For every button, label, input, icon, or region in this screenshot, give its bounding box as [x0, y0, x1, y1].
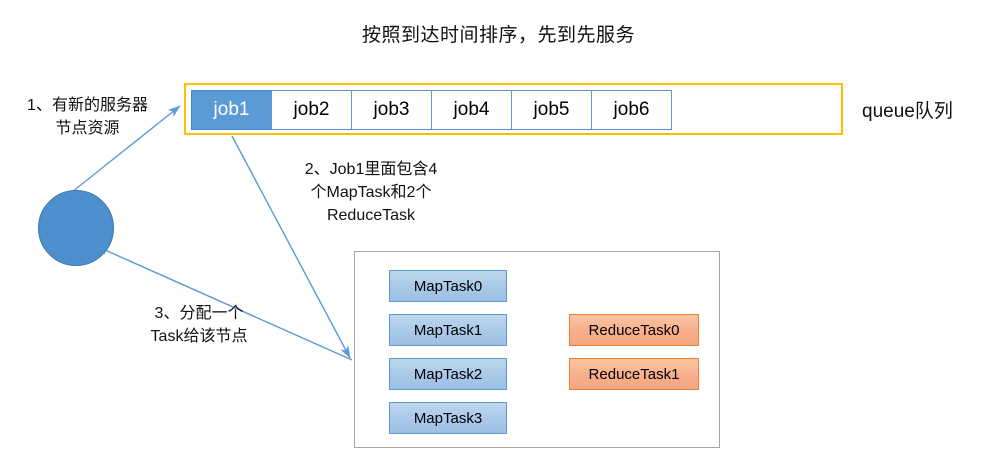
map-task-3[interactable]: MapTask3 — [389, 402, 507, 434]
server-node-circle[interactable] — [38, 190, 114, 266]
map-task-1[interactable]: MapTask1 — [389, 314, 507, 346]
queue-job-cell-1[interactable]: job1 — [191, 90, 272, 130]
queue-job-cell-6[interactable]: job6 — [591, 90, 672, 130]
queue-job-cell-4[interactable]: job4 — [431, 90, 512, 130]
diagram-title: 按照到达时间排序，先到先服务 — [361, 25, 635, 46]
queue-cell-list: job1 job2 job3 job4 job5 job6 — [191, 90, 672, 130]
queue-container: job1 job2 job3 job4 job5 job6 — [184, 83, 843, 135]
queue-job-cell-5[interactable]: job5 — [511, 90, 592, 130]
annotation-step-2: 2、Job1里面包含4 个MapTask和2个 ReduceTask — [304, 161, 438, 225]
annotation-step-3: 3、分配一个 Task给该节点 — [150, 305, 248, 346]
queue-job-cell-3[interactable]: job3 — [351, 90, 432, 130]
annotation-step-1: 1、有新的服务器 节点资源 — [27, 97, 148, 138]
queue-job-cell-2[interactable]: job2 — [271, 90, 352, 130]
reduce-task-0[interactable]: ReduceTask0 — [569, 314, 699, 346]
task-container: MapTask0 MapTask1 MapTask2 MapTask3 Redu… — [354, 251, 720, 448]
map-task-2[interactable]: MapTask2 — [389, 358, 507, 390]
queue-label: queue队列 — [862, 101, 953, 122]
map-task-0[interactable]: MapTask0 — [389, 270, 507, 302]
reduce-task-1[interactable]: ReduceTask1 — [569, 358, 699, 390]
